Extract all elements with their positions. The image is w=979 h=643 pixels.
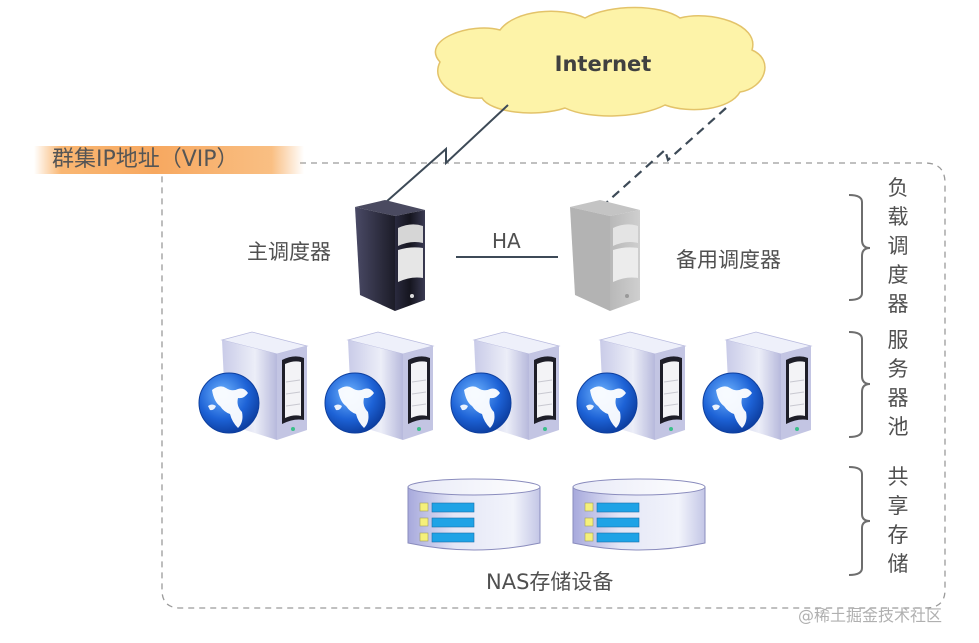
web-server-icon xyxy=(576,331,687,440)
layer-label-server-pool: 服 务 器 池 xyxy=(885,326,911,442)
web-server-icon xyxy=(450,331,561,440)
primary-internet-link xyxy=(385,104,509,203)
layer-char: 器 xyxy=(887,386,909,410)
layer-char: 享 xyxy=(887,494,909,518)
layer-label-load-balancer: 负 载 调 度 器 xyxy=(885,174,911,319)
web-server-icon xyxy=(324,331,435,440)
server-pool xyxy=(198,331,813,440)
layer-char: 调 xyxy=(887,234,909,258)
bracket-load-balancer xyxy=(848,194,871,301)
backup-scheduler-server-icon xyxy=(570,200,640,311)
layer-char: 务 xyxy=(887,357,909,381)
nas-storage-label: NAS存储设备 xyxy=(486,570,614,594)
layer-char: 存 xyxy=(887,523,909,547)
nas-disk-icon xyxy=(572,478,706,551)
bracket-server-pool xyxy=(848,331,871,438)
nas-disk-icon xyxy=(407,478,541,551)
web-server-icon xyxy=(702,331,813,440)
layer-label-shared-storage: 共 享 存 储 xyxy=(885,463,911,579)
cluster-boundary xyxy=(161,162,946,609)
backup-scheduler-label: 备用调度器 xyxy=(676,248,781,272)
bracket-shared-storage xyxy=(848,466,871,576)
layer-char: 服 xyxy=(887,328,909,352)
internet-label: Internet xyxy=(554,52,652,76)
layer-char: 储 xyxy=(887,552,909,576)
layer-brackets xyxy=(848,194,871,576)
watermark: @稀土掘金技术社区 xyxy=(798,606,943,625)
layer-char: 共 xyxy=(887,465,909,489)
layer-char: 度 xyxy=(887,263,909,287)
backup-internet-link xyxy=(605,107,727,204)
layer-char: 载 xyxy=(887,205,909,229)
vip-label: 群集IP地址（VIP） xyxy=(34,146,304,174)
layer-char: 池 xyxy=(887,415,909,439)
web-server-icon xyxy=(198,331,309,440)
internet-cloud-icon xyxy=(434,6,766,117)
nas-storage xyxy=(407,478,706,551)
primary-scheduler-server-icon xyxy=(355,200,425,311)
ha-label: HA xyxy=(492,229,521,253)
layer-char: 器 xyxy=(887,292,909,316)
primary-scheduler-label: 主调度器 xyxy=(247,240,331,264)
layer-char: 负 xyxy=(887,176,909,200)
